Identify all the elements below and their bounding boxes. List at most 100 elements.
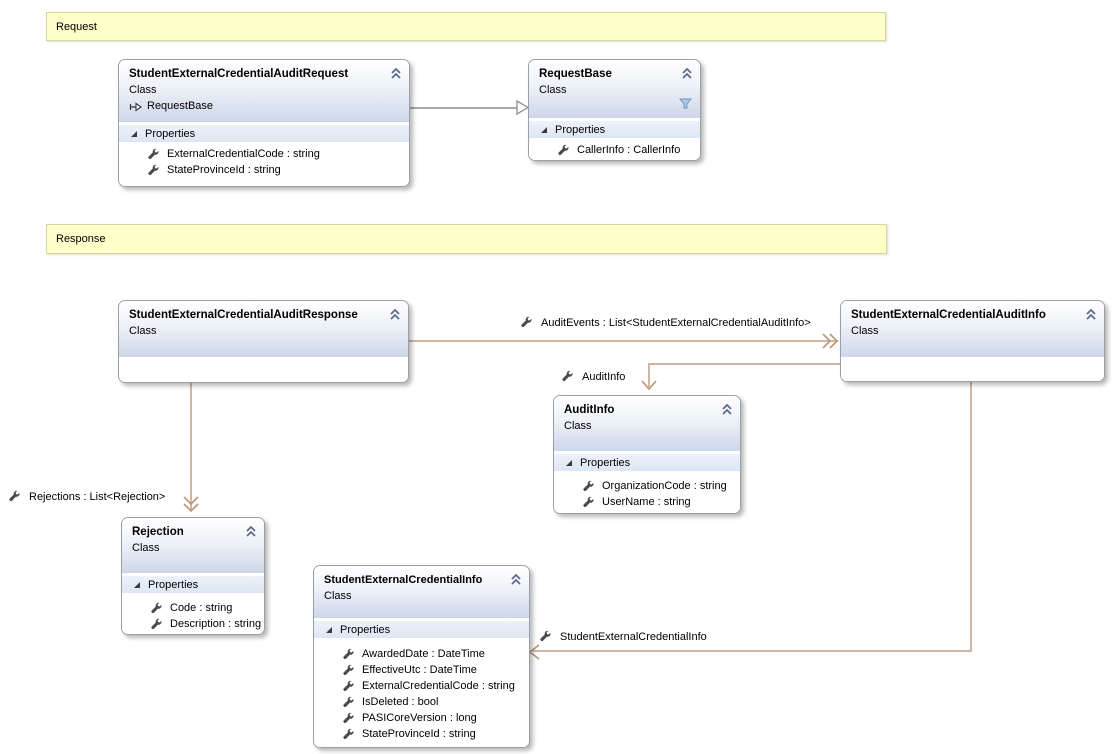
inherits-arrow-icon [129,102,142,112]
rejections-connector-label[interactable]: Rejections : List<Rejection> [8,490,165,503]
property-text: StateProvinceId : string [167,164,281,176]
property-text: EffectiveUtc : DateTime [362,664,477,676]
wrench-icon [342,648,355,661]
inheritance-arrowhead-icon [516,100,530,115]
inheritance-connector-line[interactable] [408,107,518,109]
wrench-icon [342,664,355,677]
wrench-icon [582,480,595,493]
class-box-rejection[interactable]: Rejection Class Properties Code : string… [121,517,265,635]
class-box-audit-info[interactable]: AuditInfo Class Properties OrganizationC… [553,395,741,514]
properties-section-header[interactable]: Properties [314,621,529,638]
class-box-student-external-credential-audit-request[interactable]: StudentExternalCredentialAuditRequest Cl… [118,59,410,187]
credential-info-connector-line[interactable] [533,650,972,652]
property-row[interactable]: PASICoreVersion : long [314,710,529,726]
class-kind: Class [851,325,879,337]
collapse-chevron-icon[interactable] [390,66,402,84]
wrench-icon [8,490,21,503]
audit-info-connector-label[interactable]: AuditInfo [561,370,625,383]
properties-section-header[interactable]: Properties [122,576,264,593]
property-row[interactable]: EffectiveUtc : DateTime [314,662,529,678]
wrench-icon [342,680,355,693]
collapse-chevron-icon[interactable] [1085,307,1097,325]
wrench-icon [342,728,355,741]
class-title: AuditInfo [564,404,615,416]
properties-section-header[interactable]: Properties [529,121,700,138]
comment-banner-request[interactable]: Request [46,12,886,41]
wrench-icon [582,496,595,509]
wrench-icon [561,370,574,383]
audit-info-connector-line[interactable] [648,363,840,365]
property-text: AwardedDate : DateTime [362,648,485,660]
class-kind: Class [539,84,567,96]
property-text: PASICoreVersion : long [362,712,477,724]
wrench-icon [342,712,355,725]
class-box-request-base[interactable]: RequestBase Class Properties CallerInfo … [528,59,701,161]
wrench-icon [150,618,163,631]
property-row[interactable]: ExternalCredentialCode : string [314,678,529,694]
comment-text: Request [56,20,97,33]
class-title: StudentExternalCredentialAuditInfo [851,309,1046,321]
audit-info-connector-line[interactable] [648,363,650,387]
class-title: Rejection [132,526,184,538]
class-box-student-external-credential-audit-response[interactable]: StudentExternalCredentialAuditResponse C… [118,300,409,383]
wrench-icon [557,144,570,157]
property-row[interactable]: CallerInfo : CallerInfo [529,142,700,158]
credential-info-connector-line[interactable] [970,380,972,651]
filter-icon[interactable] [678,97,693,115]
property-row[interactable]: StateProvinceId : string [119,162,409,178]
audit-events-connector-label[interactable]: AuditEvents : List<StudentExternalCreden… [520,316,811,329]
wrench-icon [147,164,160,177]
property-row[interactable]: IsDeleted : bool [314,694,529,710]
collapse-chevron-icon[interactable] [681,66,693,84]
properties-section-header[interactable]: Properties [119,125,409,142]
property-text: CallerInfo : CallerInfo [577,144,681,156]
class-body [119,357,408,382]
chevron-down-arrow-icon [641,380,657,391]
collapse-chevron-icon[interactable] [389,307,401,325]
comment-banner-response[interactable]: Response [46,224,887,254]
expander-triangle-icon[interactable] [564,458,573,467]
property-text: Code : string [170,602,233,614]
property-text: StateProvinceId : string [362,728,476,740]
class-box-student-external-credential-audit-info[interactable]: StudentExternalCredentialAuditInfo Class [840,300,1105,382]
wrench-icon [147,148,160,161]
audit-events-connector-line[interactable] [407,340,838,342]
class-title: RequestBase [539,68,612,80]
double-chevron-down-arrow-icon [183,496,199,513]
rejections-connector-line[interactable] [190,381,192,511]
expander-triangle-icon[interactable] [324,625,333,634]
base-class-name: RequestBase [147,100,214,112]
collapse-chevron-icon[interactable] [510,572,522,590]
wrench-icon [520,316,533,329]
collapse-chevron-icon[interactable] [245,524,257,542]
class-kind: Class [129,325,157,337]
property-row[interactable]: OrganizationCode : string [554,478,740,494]
property-text: UserName : string [602,496,691,508]
property-text: ExternalCredentialCode : string [167,148,320,160]
expander-triangle-icon[interactable] [129,129,138,138]
class-kind: Class [324,590,352,602]
chevron-left-arrow-icon [528,644,540,660]
class-kind: Class [129,84,157,96]
property-row[interactable]: AwardedDate : DateTime [314,646,529,662]
class-kind: Class [132,542,160,554]
property-row[interactable]: ExternalCredentialCode : string [119,146,409,162]
expander-triangle-icon[interactable] [132,580,141,589]
property-row[interactable]: StateProvinceId : string [314,726,529,742]
properties-section-header[interactable]: Properties [554,454,740,471]
property-row[interactable]: Code : string [122,600,264,616]
wrench-icon [150,602,163,615]
property-text: OrganizationCode : string [602,480,727,492]
base-class-row[interactable]: RequestBase [129,98,401,115]
class-box-student-external-credential-info[interactable]: StudentExternalCredentialInfo Class Prop… [313,565,530,748]
class-title: StudentExternalCredentialAuditResponse [129,309,358,321]
expander-triangle-icon[interactable] [539,125,548,134]
property-row[interactable]: UserName : string [554,494,740,510]
credential-info-connector-label[interactable]: StudentExternalCredentialInfo [539,630,707,643]
comment-text: Response [56,233,106,245]
property-row[interactable]: Description : string [122,616,264,632]
collapse-chevron-icon[interactable] [721,402,733,420]
wrench-icon [539,630,552,643]
class-title: StudentExternalCredentialInfo [324,574,483,586]
